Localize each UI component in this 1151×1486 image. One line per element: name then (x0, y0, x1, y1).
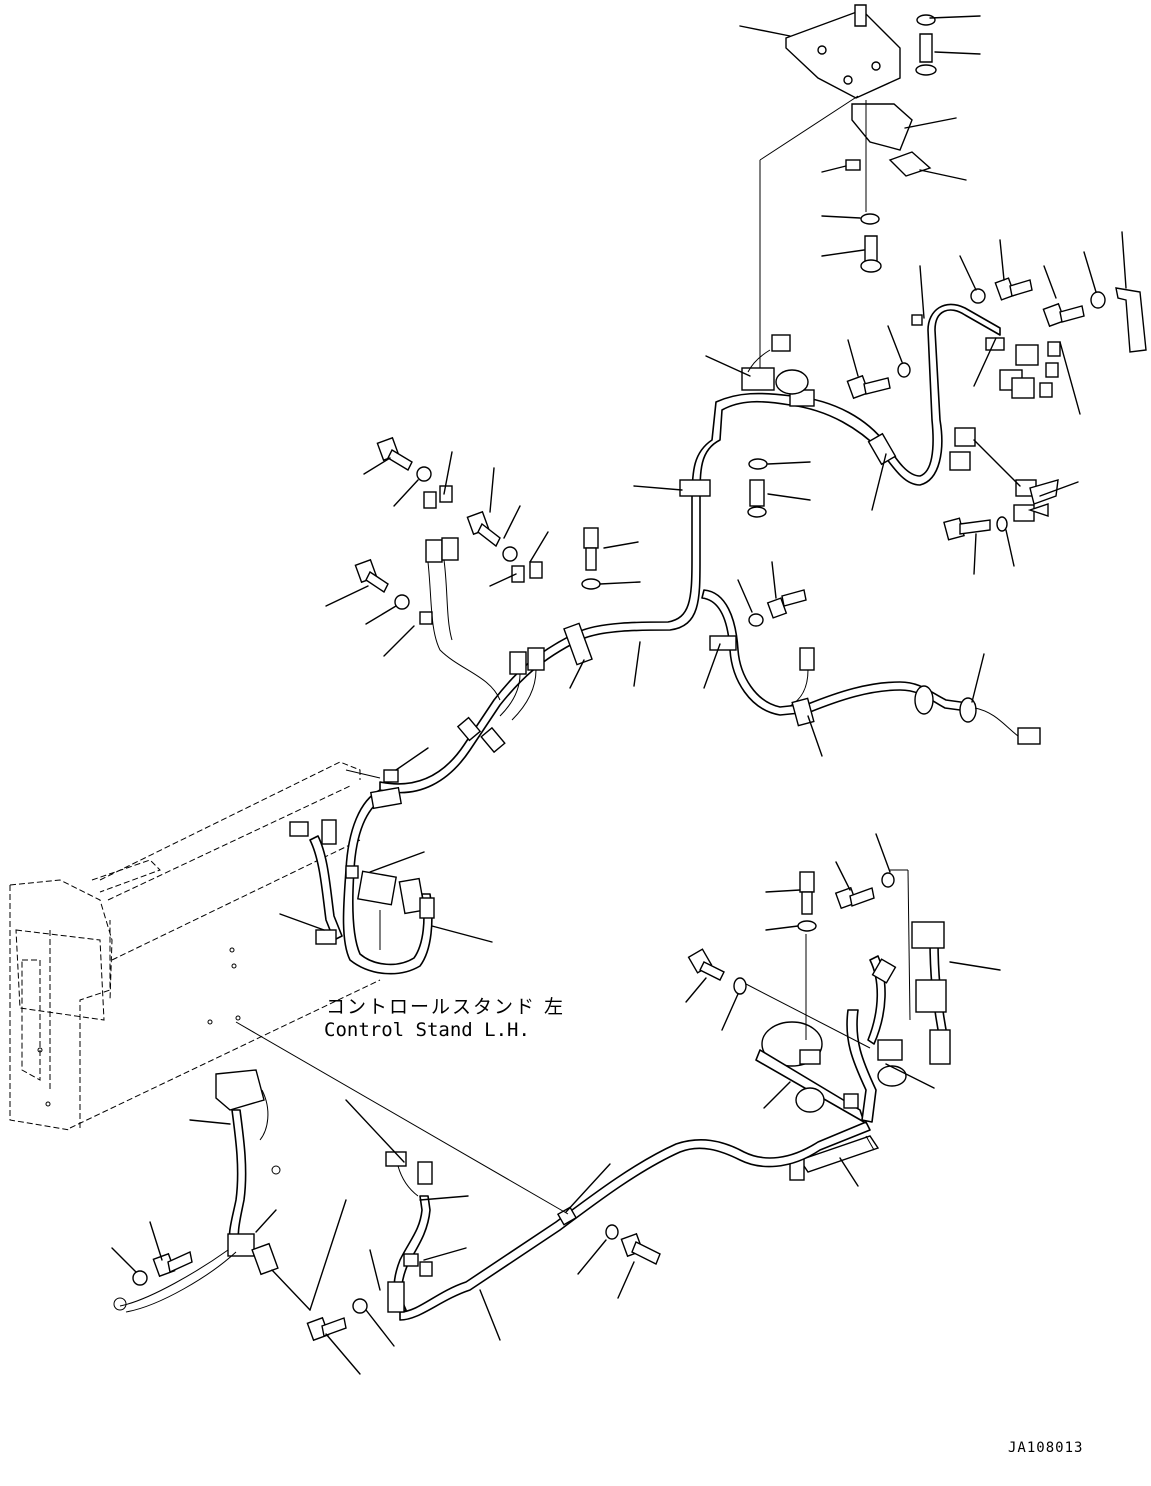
leader-lines-left (279, 747, 493, 950)
lower-left-sub-harness (113, 1069, 281, 1313)
leader-lines-left-center (325, 451, 641, 689)
top-right-connectors (741, 287, 1147, 522)
mounting-bracket-assembly (785, 4, 937, 273)
leader-lines-right (633, 231, 1127, 757)
leader-lines-lower (111, 1021, 635, 1375)
bolts-and-washers-right (747, 277, 1106, 627)
lower-right-components (687, 871, 951, 1181)
left-center-components (354, 436, 601, 754)
lower-harness (306, 1121, 871, 1342)
control-stand-harness-loop (289, 769, 435, 975)
main-harness-trunk (379, 303, 1041, 794)
control-stand-label-en: Control Stand L.H. (324, 1019, 530, 1041)
leader-lines-lower-right (685, 833, 1001, 1187)
drawing-number: JA108013 (1008, 1440, 1084, 1456)
control-stand-lh (9, 761, 381, 1131)
leader-lines-top (739, 15, 981, 370)
control-stand-label-jp: コントロールスタンド 左 (326, 996, 566, 1018)
